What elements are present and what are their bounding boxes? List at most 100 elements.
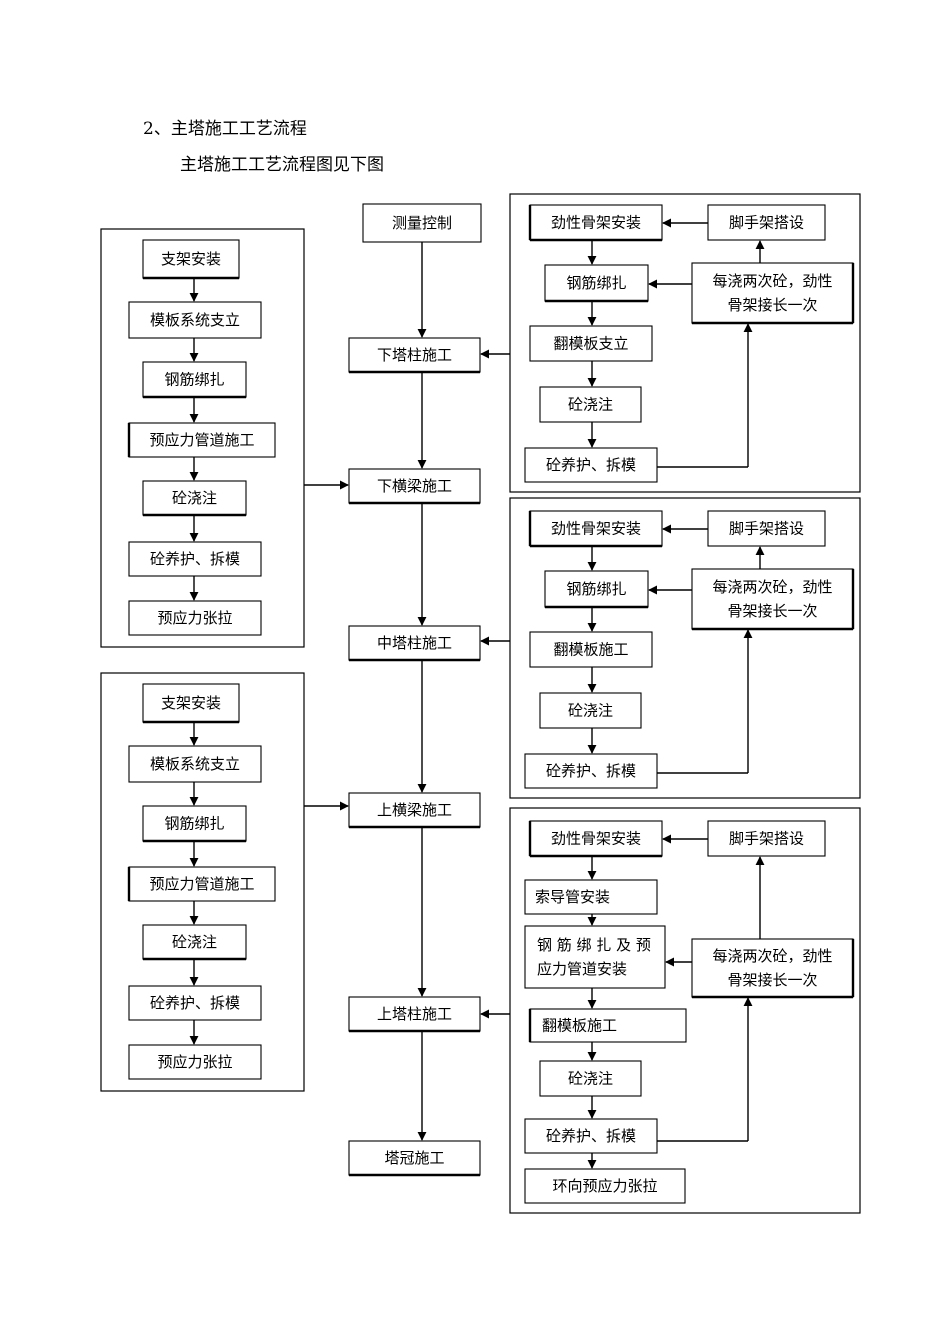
- middle-column-group: [509, 497, 861, 799]
- lower-beam-rebar: 钢筋绑扎: [142, 361, 247, 399]
- lower-column-scaffold: 脚手架搭设: [707, 204, 826, 241]
- lower-column-group: [509, 193, 861, 493]
- middle-column-cure-label: 砼养护、拆模: [546, 762, 636, 780]
- lower-beam-formwork-box: [128, 301, 262, 339]
- lower-beam-pour-label: 砼浇注: [172, 489, 217, 507]
- lower-beam-cure: 砼养护、拆模: [128, 541, 262, 577]
- main-upper-column: 上塔柱施工: [348, 996, 481, 1033]
- lower-column-rebar-box: [544, 264, 649, 302]
- middle-column-cure-box: [524, 753, 658, 789]
- middle-column-pour-label: 砼浇注: [568, 702, 613, 720]
- middle-column-skeleton: 劲性骨架安装: [528, 510, 663, 548]
- main-tower-crown: 塔冠施工: [348, 1140, 481, 1177]
- main-lower-column: 下塔柱施工: [348, 337, 481, 374]
- upper-column-scaffold-box: [707, 820, 826, 857]
- middle-column-extend-box: [691, 568, 854, 630]
- lower-beam-rebar-label: 钢筋绑扎: [164, 371, 224, 389]
- middle-column-formwork: 翻模板施工: [529, 631, 653, 668]
- main-lower-column-label: 下塔柱施工: [377, 346, 452, 364]
- upper-column-rebar-duct-box: [524, 925, 666, 989]
- lower-column-formwork-label: 翻模板支立: [553, 335, 628, 353]
- upper-beam-cure: 砼养护、拆模: [128, 985, 262, 1021]
- upper-beam-duct: 预应力管道施工: [127, 866, 276, 902]
- middle-column-pour-box: [539, 692, 642, 729]
- upper-beam-support: 支架安装: [142, 683, 240, 724]
- upper-column-pour-label: 砼浇注: [568, 1070, 613, 1088]
- lower-column-pour: 砼浇注: [539, 386, 642, 423]
- main-lower-beam: 下横梁施工: [348, 468, 481, 505]
- lower-column-skeleton: 劲性骨架安装: [528, 204, 663, 242]
- lower-beam-tension-box: [128, 600, 262, 636]
- main-lower-beam-box: [348, 468, 481, 504]
- upper-beam-rebar-box: [142, 805, 247, 842]
- middle-column-scaffold-label: 脚手架搭设: [729, 520, 804, 538]
- lower-beam-duct-box: [128, 422, 276, 458]
- main-upper-beam-box: [348, 792, 481, 828]
- upper-column-cure-box: [524, 1118, 658, 1154]
- upper-column-rebar-duct-label-2: 应力管道安装: [537, 960, 627, 978]
- lower-column-cure-label: 砼养护、拆模: [546, 456, 636, 474]
- upper-column-formwork: 翻模板施工: [528, 1008, 687, 1043]
- lower-beam-formwork: 模板系统支立: [128, 301, 262, 339]
- upper-beam-tension-box: [128, 1044, 262, 1080]
- main-survey-control-label: 测量控制: [392, 214, 452, 232]
- lower-beam-support: 支架安装: [142, 239, 240, 280]
- upper-column-formwork-box: [529, 1008, 687, 1043]
- main-upper-beam-label: 上横梁施工: [377, 801, 452, 819]
- upper-column-formwork-label: 翻模板施工: [542, 1017, 617, 1035]
- upper-column-tension-label: 环向预应力张拉: [552, 1177, 657, 1195]
- middle-column-extend-label-1: 每浇两次砼，劲性: [712, 578, 832, 596]
- main-upper-beam: 上横梁施工: [348, 792, 481, 829]
- upper-beam-support-label: 支架安装: [161, 694, 221, 712]
- lower-column-skeleton-label: 劲性骨架安装: [551, 214, 641, 232]
- upper-column-cure: 砼养护、拆模: [524, 1118, 658, 1154]
- upper-beam-group: [100, 672, 305, 1092]
- lower-column-rebar-label: 钢筋绑扎: [566, 274, 626, 292]
- upper-column-skeleton: 劲性骨架安装: [528, 820, 663, 858]
- upper-column-tension-box: [524, 1168, 686, 1204]
- lower-column-rebar: 钢筋绑扎: [544, 264, 649, 303]
- upper-column-rebar-duct-label-1: 钢 筋 绑 扎 及 预: [537, 936, 651, 954]
- upper-beam-cure-label: 砼养护、拆模: [150, 994, 240, 1012]
- upper-column-pour-box: [539, 1060, 642, 1097]
- lower-column-scaffold-label: 脚手架搭设: [729, 214, 804, 232]
- lower-column-pour-label: 砼浇注: [568, 396, 613, 414]
- lower-column-extend-label-1: 每浇两次砼，劲性: [712, 272, 832, 290]
- main-lower-column-box: [348, 337, 481, 373]
- upper-beam-formwork-label: 模板系统支立: [150, 755, 240, 773]
- middle-column-formwork-label: 翻模板施工: [553, 641, 628, 659]
- lower-column-pour-box: [539, 386, 642, 423]
- upper-column-cable-guide: 索导管安装: [524, 879, 658, 915]
- main-middle-column-label: 中塔柱施工: [377, 634, 452, 652]
- upper-beam-duct-label: 预应力管道施工: [149, 875, 254, 893]
- upper-beam-rebar: 钢筋绑扎: [142, 805, 247, 843]
- lower-beam-support-label: 支架安装: [161, 250, 221, 268]
- upper-beam-pour-box: [142, 924, 247, 960]
- upper-beam-rebar-label: 钢筋绑扎: [164, 815, 224, 833]
- lower-beam-tension-label: 预应力张拉: [157, 609, 232, 627]
- main-middle-column: 中塔柱施工: [348, 625, 481, 662]
- main-lower-beam-label: 下横梁施工: [377, 477, 452, 495]
- upper-column-skeleton-label: 劲性骨架安装: [551, 830, 641, 848]
- lower-column-formwork: 翻模板支立: [529, 325, 653, 362]
- middle-column-rebar-box: [544, 570, 649, 608]
- upper-column-cure-label: 砼养护、拆模: [546, 1127, 636, 1145]
- upper-column-extend-box: [691, 938, 854, 998]
- middle-column-scaffold-box: [707, 510, 826, 547]
- section-heading: 2、主塔施工工艺流程: [143, 119, 307, 139]
- upper-beam-formwork: 模板系统支立: [128, 745, 262, 783]
- main-tower-crown-label: 塔冠施工: [384, 1149, 444, 1167]
- upper-beam-pour-label: 砼浇注: [172, 933, 217, 951]
- upper-column-scaffold: 脚手架搭设: [707, 820, 826, 857]
- main-tower-crown-box: [348, 1140, 481, 1176]
- middle-column-pour: 砼浇注: [539, 692, 642, 729]
- main-survey-control: 测量控制: [362, 203, 482, 243]
- lower-beam-group: [100, 228, 305, 648]
- upper-column-pour: 砼浇注: [539, 1060, 642, 1097]
- upper-beam-support-box: [142, 683, 240, 723]
